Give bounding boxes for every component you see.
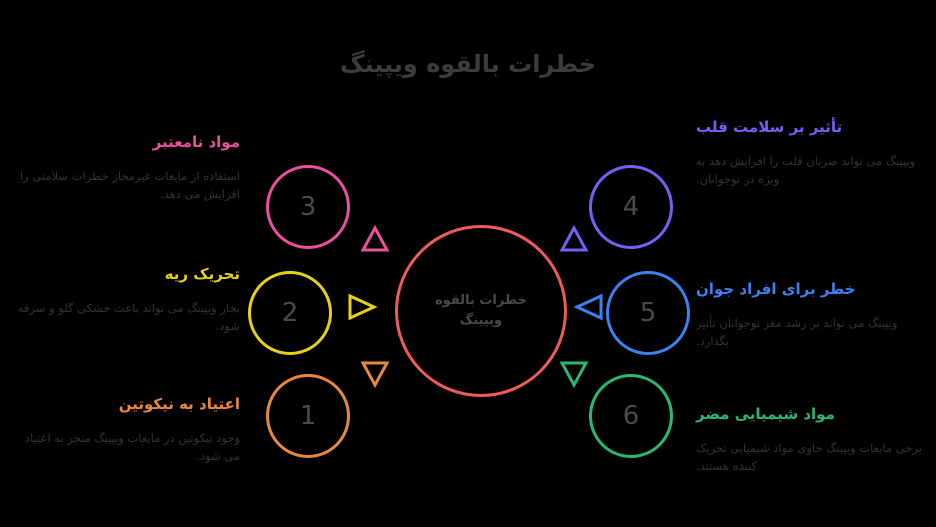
triangle-right-icon xyxy=(348,293,378,321)
triangle-left-shape xyxy=(573,293,603,321)
info-block-5: خطر برای افراد جوان ویپینگ می تواند بر ر… xyxy=(696,280,928,351)
triangle-up-shape xyxy=(360,224,390,252)
node-circle-5[interactable]: 5 xyxy=(606,271,690,355)
info-block-1-body: وجود نیکوتین در مایعات ویپینگ منجر به اع… xyxy=(25,430,240,464)
info-block-2-body: بخار ویپینگ می تواند باعث خشکی گلو و سرف… xyxy=(17,300,240,334)
node-number-3: 3 xyxy=(299,192,317,222)
info-block-2: تحریک ریه بخار ویپینگ می تواند باعث خشکی… xyxy=(8,265,240,336)
node-number-4: 4 xyxy=(622,192,640,222)
node-number-5: 5 xyxy=(639,298,657,328)
center-hub-label: خطرات بالقوه ویپینگ xyxy=(435,292,527,328)
info-block-3-heading: مواد نامعتبر xyxy=(152,133,240,151)
center-hub: خطرات بالقوه ویپینگ xyxy=(395,225,567,397)
info-block-6-body: برخی مایعات ویپینگ حاوی مواد شیمیایی تحر… xyxy=(696,440,922,474)
info-block-2-heading: تحریک ریه xyxy=(164,265,240,283)
triangle-down-icon xyxy=(360,361,390,389)
node-number-2: 2 xyxy=(281,298,299,328)
node-circle-6[interactable]: 6 xyxy=(589,374,673,458)
triangle-up-shape xyxy=(559,224,589,252)
info-block-3-body: استفاده از مایعات غیرمجاز خطرات سلامتی ر… xyxy=(19,168,240,202)
triangle-right-shape xyxy=(348,293,378,321)
triangle-left-icon xyxy=(573,293,603,321)
info-block-6: مواد شیمیایی مضر برخی مایعات ویپینگ حاوی… xyxy=(696,405,928,476)
info-block-4-heading: تأثیر بر سلامت قلب xyxy=(696,118,843,136)
info-block-5-heading: خطر برای افراد جوان xyxy=(696,280,856,298)
triangle-up-icon xyxy=(360,224,390,252)
node-circle-4[interactable]: 4 xyxy=(589,165,673,249)
info-block-6-heading: مواد شیمیایی مضر xyxy=(696,405,835,423)
node-circle-1[interactable]: 1 xyxy=(266,374,350,458)
triangle-down-shape xyxy=(360,361,390,389)
node-number-1: 1 xyxy=(299,401,317,431)
info-block-1-heading: اعتیاد به نیکوتین xyxy=(118,395,240,413)
triangle-down-shape xyxy=(559,361,589,389)
page-title: خطرات بالقوه ویپینگ xyxy=(339,50,597,78)
info-block-4-body: ویپینگ می تواند ضربان قلب را افزایش دهد … xyxy=(696,153,916,187)
info-block-3: مواد نامعتبر استفاده از مایعات غیرمجاز خ… xyxy=(8,133,240,204)
node-circle-2[interactable]: 2 xyxy=(248,271,332,355)
triangle-down-icon xyxy=(559,361,589,389)
node-number-6: 6 xyxy=(622,401,640,431)
info-block-1: اعتیاد به نیکوتین وجود نیکوتین در مایعات… xyxy=(8,395,240,466)
info-block-5-body: ویپینگ می تواند بر رشد مغز نوجوانان تأثی… xyxy=(696,315,898,349)
diagram-canvas: خطرات بالقوه ویپینگ 3 2 1 4 5 6 xyxy=(240,150,700,480)
node-circle-3[interactable]: 3 xyxy=(266,165,350,249)
info-block-4: تأثیر بر سلامت قلب ویپینگ می تواند ضربان… xyxy=(696,118,928,189)
triangle-up-icon xyxy=(559,224,589,252)
